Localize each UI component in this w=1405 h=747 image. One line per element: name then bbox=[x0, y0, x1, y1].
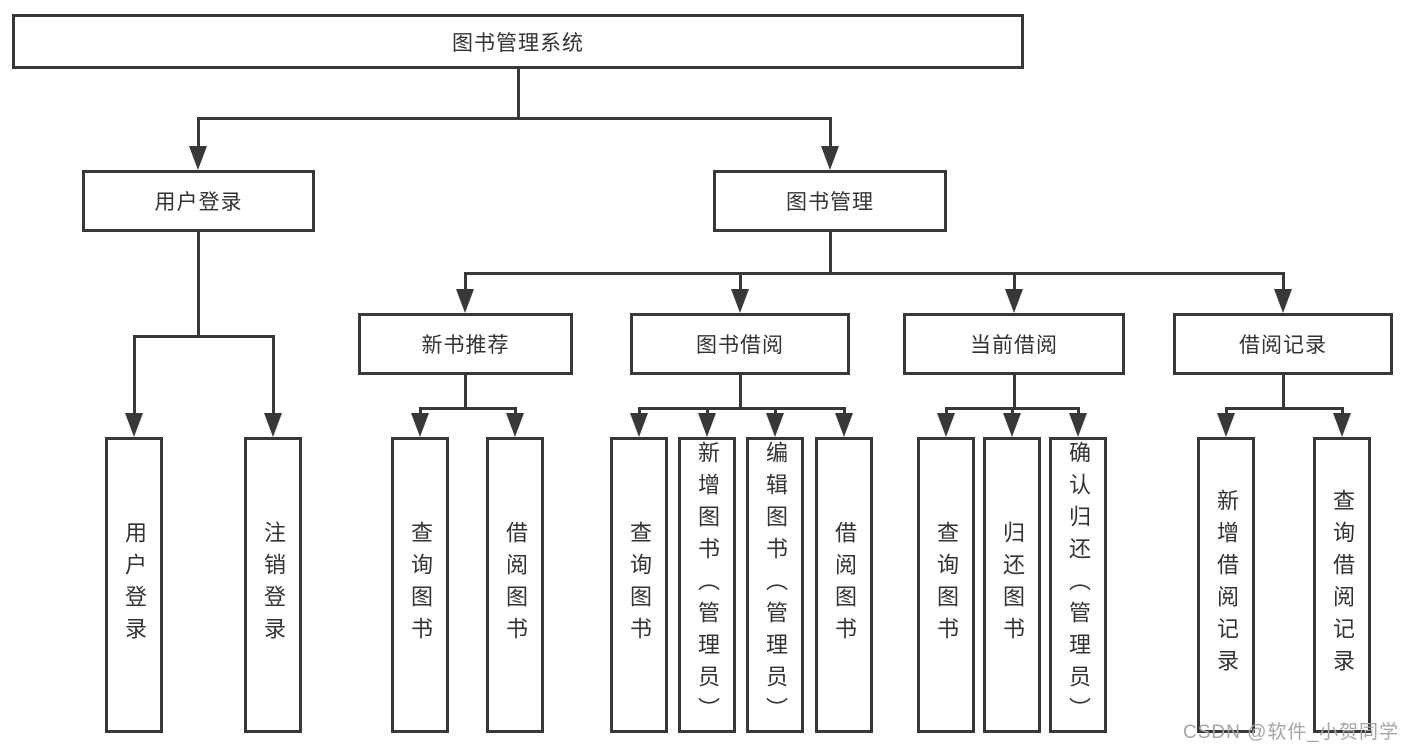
leaf-query-books-borrow: 查询图书 bbox=[610, 437, 668, 733]
leaf-confirm-return-admin: 确认归还（管理员） bbox=[1049, 437, 1107, 733]
arrow-down-icon bbox=[189, 146, 207, 170]
node-current-borrow: 当前借阅 bbox=[903, 313, 1125, 375]
leaf-user-login: 用户登录 bbox=[105, 437, 163, 733]
connector-newbook-stem bbox=[464, 375, 467, 410]
connector-leaf-stem bbox=[1011, 407, 1014, 415]
node-book-borrow: 图书借阅 bbox=[630, 313, 850, 375]
connector-leaf-stem bbox=[419, 407, 422, 415]
leaf-add-borrow-record: 新增借阅记录 bbox=[1197, 437, 1255, 733]
arrow-down-icon bbox=[125, 413, 143, 437]
connector-to-current-borrow bbox=[1013, 272, 1016, 291]
leaf-label: 新增借阅记录 bbox=[1214, 489, 1239, 681]
arrow-down-icon bbox=[1003, 413, 1021, 437]
connector-to-book-management bbox=[829, 117, 832, 148]
leaf-borrow-books-newbook: 借阅图书 bbox=[486, 437, 544, 733]
node-user-login: 用户登录 bbox=[82, 170, 315, 232]
connector-leaf-stem bbox=[843, 407, 846, 415]
csdn-watermark: CSDN @软件_小贺同学 bbox=[1183, 722, 1399, 743]
connector-leaf-stem bbox=[1341, 407, 1344, 415]
arrow-down-icon bbox=[1217, 413, 1235, 437]
node-library-management-system: 图书管理系统 bbox=[12, 14, 1024, 69]
connector-to-leaf-logout bbox=[272, 335, 275, 415]
connector-leaf-stem bbox=[945, 407, 948, 415]
arrow-down-icon bbox=[264, 413, 282, 437]
leaf-label: 编辑图书（管理员） bbox=[763, 441, 788, 729]
node-new-book-recommend: 新书推荐 bbox=[358, 313, 573, 375]
connector-leaf-stem bbox=[1077, 407, 1080, 415]
leaf-logout: 注销登录 bbox=[244, 437, 302, 733]
arrow-down-icon bbox=[506, 413, 524, 437]
connector-leaf-stem bbox=[774, 407, 777, 415]
connector-mgmt-split bbox=[464, 272, 1285, 275]
leaf-query-borrow-record: 查询借阅记录 bbox=[1313, 437, 1371, 733]
node-label: 图书管理系统 bbox=[452, 31, 584, 55]
arrow-down-icon bbox=[630, 413, 648, 437]
arrow-down-icon bbox=[698, 413, 716, 437]
node-label: 图书管理 bbox=[786, 191, 874, 214]
leaf-label: 查询图书 bbox=[934, 521, 959, 649]
arrow-down-icon bbox=[1333, 413, 1351, 437]
arrow-down-icon bbox=[821, 146, 839, 170]
connector-root-split bbox=[197, 117, 832, 120]
arrow-down-icon bbox=[731, 289, 749, 313]
connector-newbook-split bbox=[419, 407, 516, 410]
leaf-label: 查询借阅记录 bbox=[1330, 489, 1355, 681]
connector-record-split bbox=[1225, 407, 1343, 410]
connector-leaf-stem bbox=[706, 407, 709, 415]
arrow-down-icon bbox=[456, 289, 474, 313]
leaf-label: 借阅图书 bbox=[832, 521, 857, 649]
arrow-down-icon bbox=[937, 413, 955, 437]
node-borrow-record: 借阅记录 bbox=[1173, 313, 1393, 375]
connector-leaf-stem bbox=[638, 407, 641, 415]
arrow-down-icon bbox=[1005, 289, 1023, 313]
connector-user-stem bbox=[197, 232, 200, 338]
leaf-label: 新增图书（管理员） bbox=[695, 441, 720, 729]
connector-record-stem bbox=[1282, 375, 1285, 410]
connector-to-book-borrow bbox=[739, 272, 742, 291]
leaf-label: 确认归还（管理员） bbox=[1066, 441, 1091, 729]
node-label: 借阅记录 bbox=[1239, 334, 1327, 357]
leaf-label: 注销登录 bbox=[261, 521, 286, 649]
connector-current-stem bbox=[1013, 375, 1016, 410]
connector-root-stem bbox=[517, 69, 520, 120]
leaf-edit-book-admin: 编辑图书（管理员） bbox=[746, 437, 804, 733]
node-book-management: 图书管理 bbox=[713, 170, 947, 232]
connector-leaf-stem bbox=[514, 407, 517, 415]
leaf-add-book-admin: 新增图书（管理员） bbox=[678, 437, 736, 733]
node-label: 新书推荐 bbox=[421, 334, 510, 357]
leaf-label: 用户登录 bbox=[122, 521, 147, 649]
arrow-down-icon bbox=[1069, 413, 1087, 437]
leaf-borrow-books: 借阅图书 bbox=[815, 437, 873, 733]
leaf-label: 归还图书 bbox=[1000, 521, 1025, 649]
node-label: 图书借阅 bbox=[696, 334, 784, 357]
node-label: 当前借阅 bbox=[970, 334, 1058, 357]
arrow-down-icon bbox=[1274, 289, 1292, 313]
arrow-down-icon bbox=[411, 413, 429, 437]
arrow-down-icon bbox=[766, 413, 784, 437]
arrow-down-icon bbox=[835, 413, 853, 437]
connector-to-borrow-record bbox=[1282, 272, 1285, 291]
connector-user-split bbox=[133, 335, 274, 338]
connector-to-leaf-user-login bbox=[133, 335, 136, 415]
connector-borrow-split bbox=[638, 407, 846, 410]
node-label: 用户登录 bbox=[154, 191, 243, 214]
leaf-label: 查询图书 bbox=[627, 521, 652, 649]
leaf-return-books: 归还图书 bbox=[983, 437, 1041, 733]
leaf-query-books-newbook: 查询图书 bbox=[391, 437, 449, 733]
connector-borrow-stem bbox=[739, 375, 742, 410]
connector-to-user-login bbox=[197, 117, 200, 148]
connector-leaf-stem bbox=[1225, 407, 1228, 415]
connector-to-new-book bbox=[464, 272, 467, 291]
connector-mgmt-stem bbox=[829, 232, 832, 275]
leaf-label: 查询图书 bbox=[408, 521, 433, 649]
leaf-label: 借阅图书 bbox=[503, 521, 528, 649]
leaf-query-books-current: 查询图书 bbox=[917, 437, 975, 733]
